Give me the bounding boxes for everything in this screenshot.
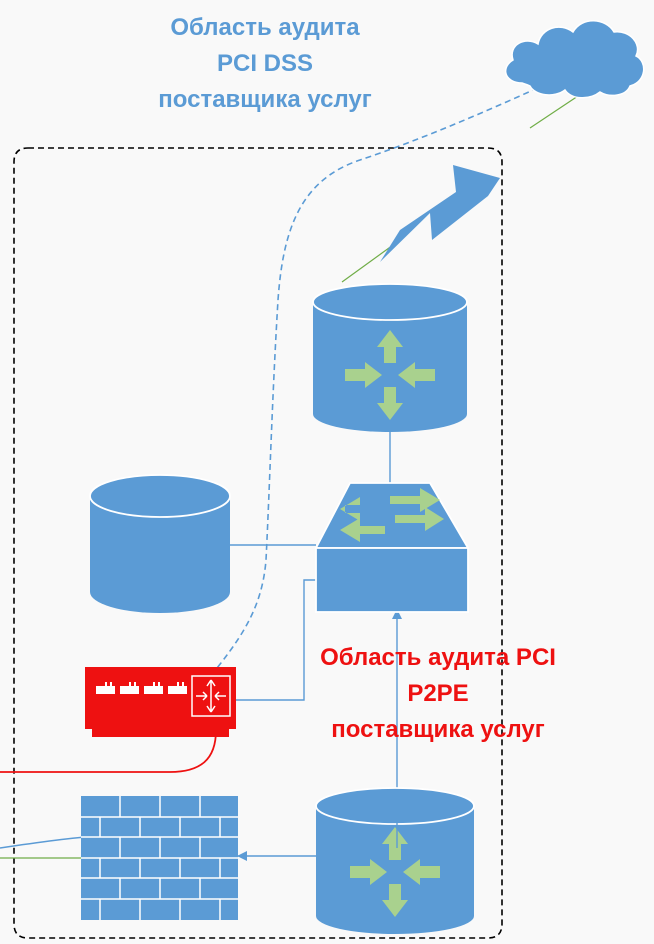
pci-p2pe-scope-label: Область аудита PCI P2PE поставщика услуг — [268, 640, 608, 748]
switch-icon — [314, 482, 470, 613]
router-icon — [312, 283, 468, 432]
pci-dss-label-line-1: Область аудита — [170, 14, 360, 41]
firewall-icon — [81, 796, 238, 920]
router-icon — [315, 787, 475, 934]
link-hsm-switch — [236, 579, 318, 701]
hsm-device-icon — [85, 667, 236, 737]
cloud-icon — [504, 20, 645, 99]
pci-p2pe-label-line-3: поставщика услуг — [331, 716, 545, 743]
pci-p2pe-label-line-2: P2PE — [407, 680, 469, 707]
pci-dss-label-line-2: PCI DSS — [216, 50, 314, 77]
pci-dss-scope-label: Область аудита PCI DSS поставщика услуг — [100, 10, 430, 118]
lightning-bolt-icon — [380, 165, 500, 262]
database-icon — [89, 474, 231, 613]
pci-dss-label-line-3: поставщика услуг — [158, 86, 372, 113]
red-link-hsm-external — [0, 729, 217, 773]
dashed-link-hsm-cloud — [204, 79, 556, 684]
pci-p2pe-label-line-1: Область аудита PCI — [320, 644, 556, 671]
pci-dss-boundary — [13, 147, 503, 939]
